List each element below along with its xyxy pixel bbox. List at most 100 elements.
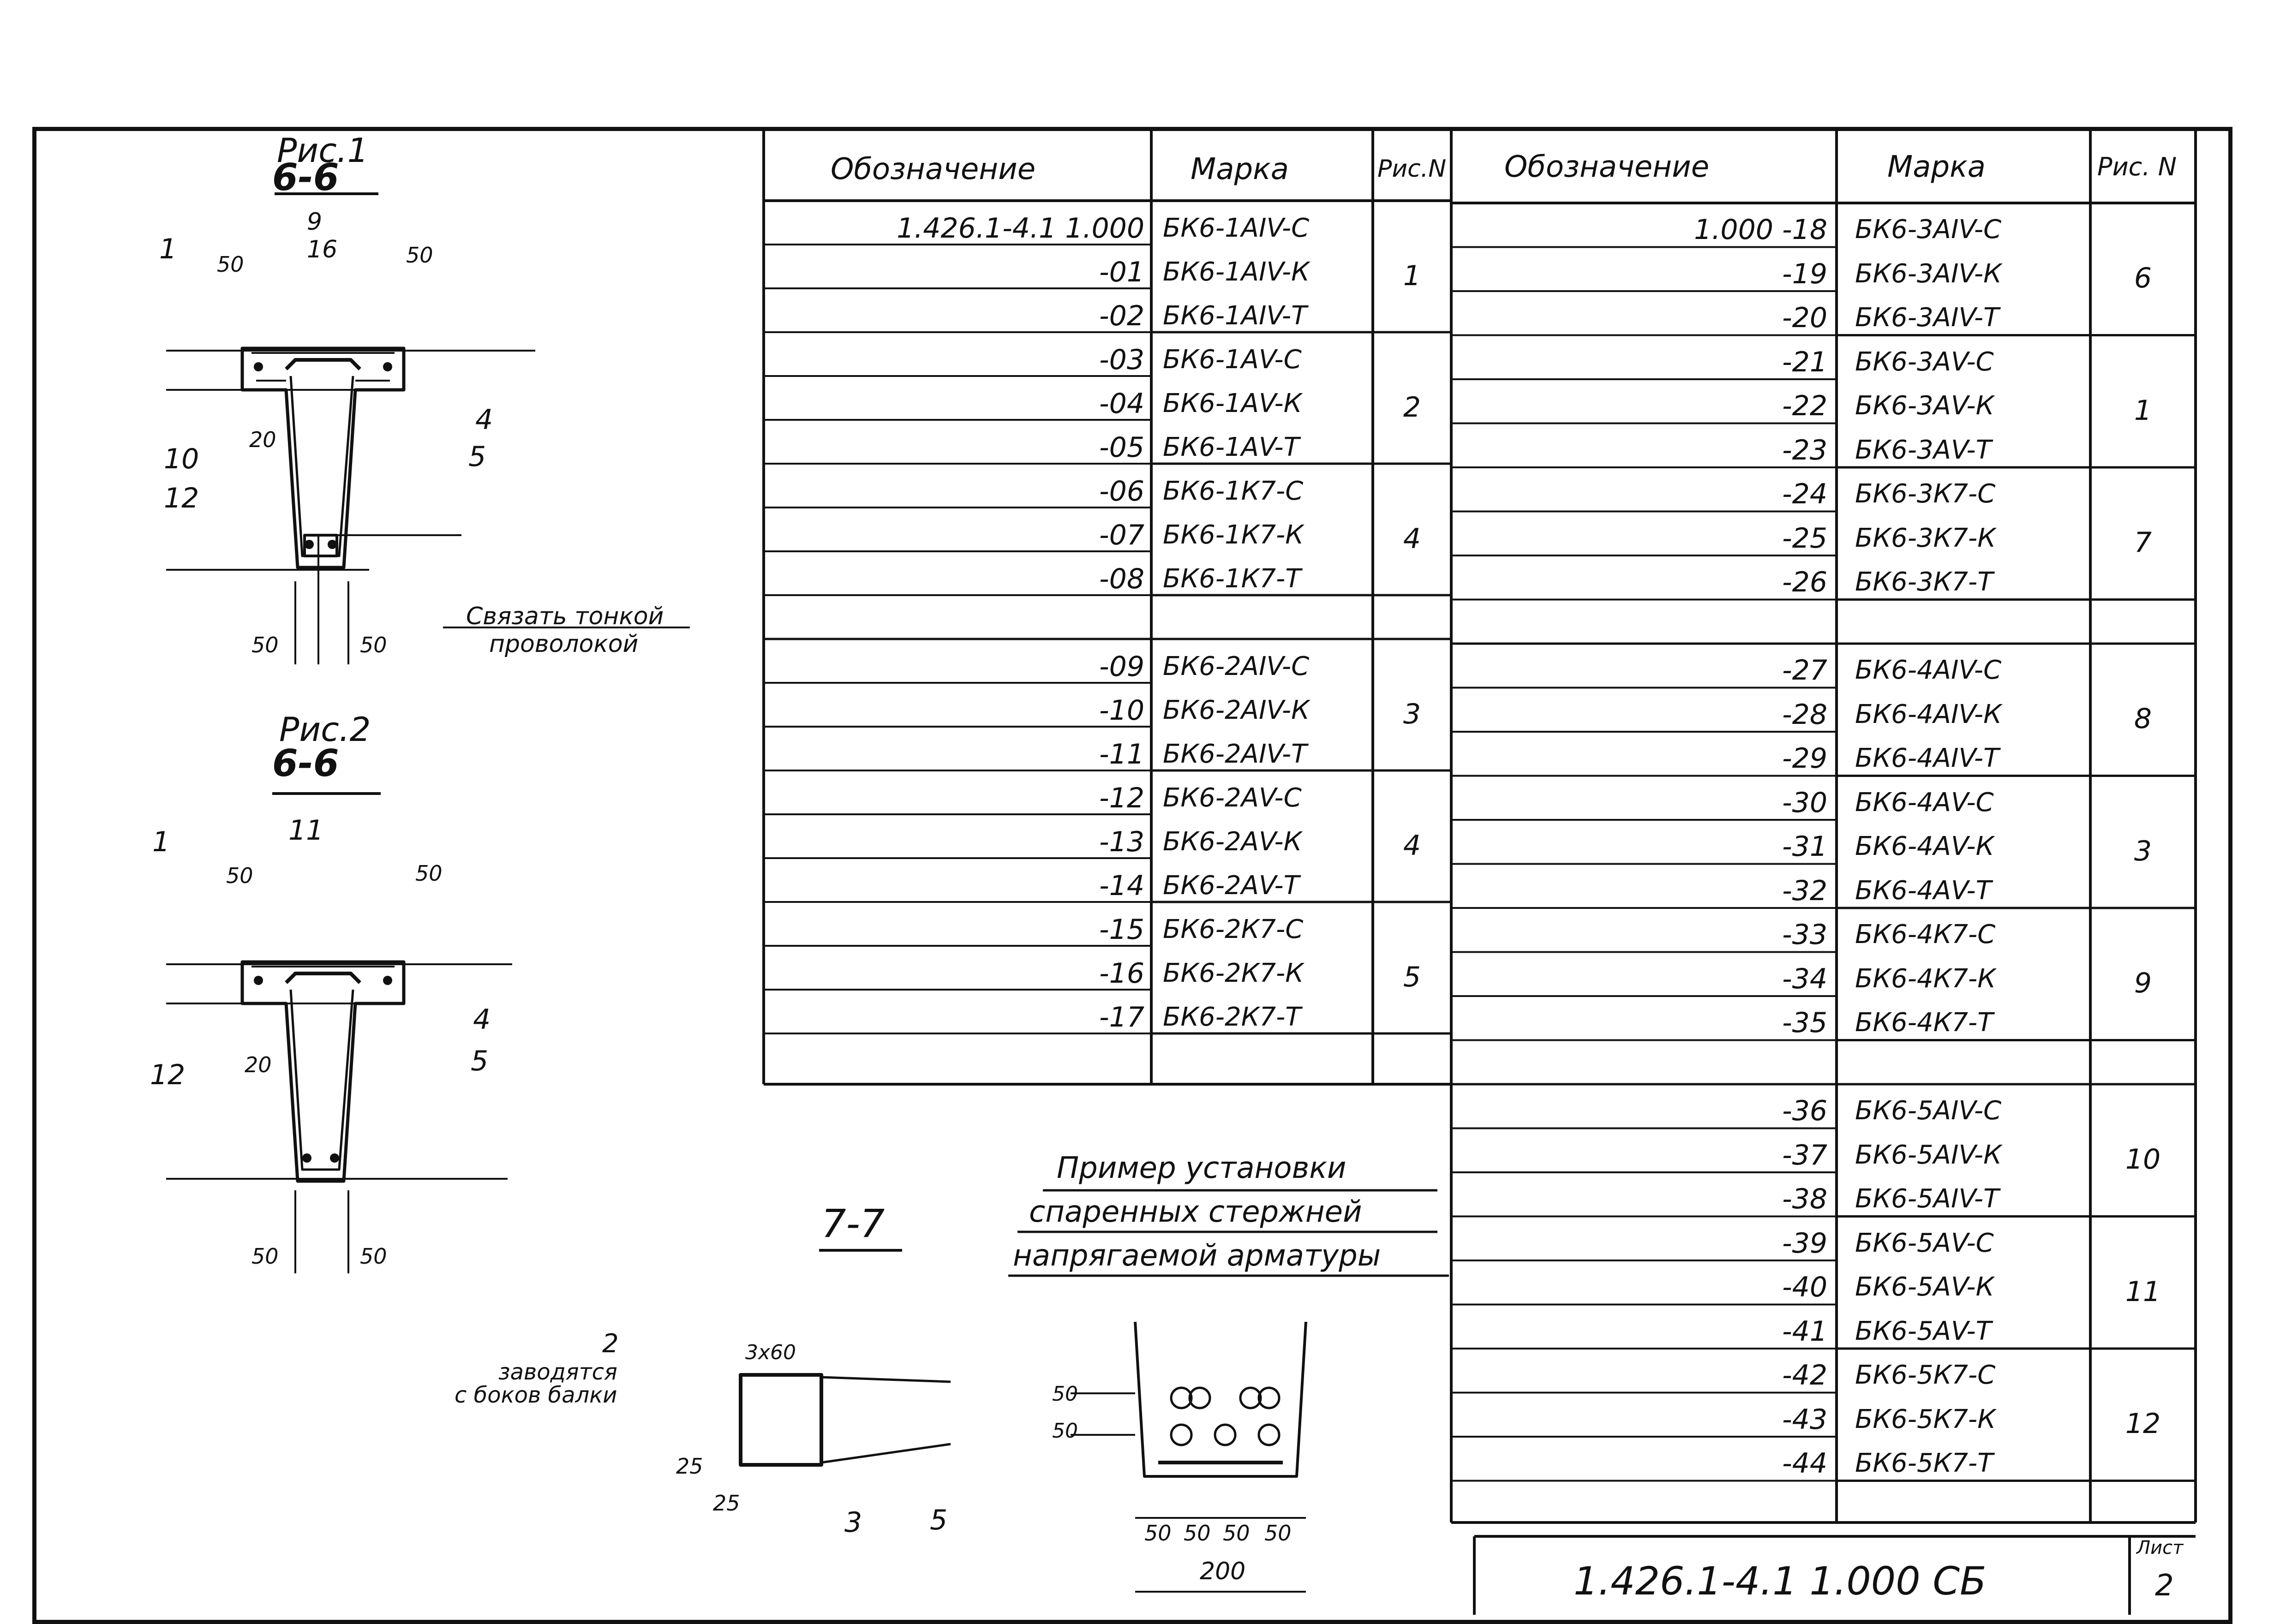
table-row-designation: -36: [1782, 1095, 1827, 1127]
table-row-mark: БК6-4АIV-К: [1855, 699, 2002, 729]
table-row-mark: БК6-1АV-К: [1163, 388, 1302, 418]
table-row-designation: -33: [1782, 919, 1827, 951]
table-row-mark: БК6-5К7-Т: [1855, 1448, 1993, 1478]
fig2-label-11: 11: [288, 814, 324, 847]
table-row-mark: БК6-5АIV-Т: [1855, 1184, 1999, 1214]
fig1-label-16: 16: [307, 236, 338, 263]
table-row-mark: БК6-3К7-К: [1855, 523, 1996, 553]
example-title-line1: Пример установки: [1057, 1151, 1346, 1185]
fig77-note-line2: с боков балки: [455, 1382, 617, 1408]
table-pic-number: 3: [2134, 835, 2152, 867]
fig2-section: 6-6: [272, 742, 339, 785]
fig77-label-3: 3: [844, 1506, 862, 1539]
table-row-designation: -12: [1099, 782, 1144, 814]
stamp-code: 1.426.1-4.1 1.000 СБ: [1574, 1558, 1987, 1604]
example-dim-50e: 50: [1052, 1382, 1078, 1406]
table-row-designation: -25: [1782, 522, 1827, 555]
fig1-label-9: 9: [307, 208, 323, 236]
fig77-label-5: 5: [930, 1504, 948, 1536]
table-row-mark: БК6-3АV-С: [1855, 346, 1994, 377]
table-row-designation: -24: [1782, 478, 1827, 510]
stamp-sheet-number: 2: [2155, 1569, 2174, 1603]
table-row-designation: -28: [1782, 698, 1827, 731]
fig2-label-5: 5: [471, 1045, 489, 1077]
table-row-mark: БК6-4АV-С: [1855, 787, 1994, 818]
table-row-mark: БК6-2К7-Т: [1163, 1002, 1301, 1032]
fig1-note-line1: Связать тонкой: [466, 603, 664, 630]
table-row-mark: БК6-5АV-Т: [1855, 1316, 1992, 1346]
table-pic-number: 3: [1403, 698, 1421, 730]
table-row-mark: БК6-4АIV-Т: [1855, 743, 1999, 773]
table-row-designation: -13: [1099, 826, 1144, 858]
table-row-designation: -08: [1099, 563, 1144, 595]
table-row-mark: БК6-4АV-К: [1855, 831, 1994, 861]
table-row-designation: -32: [1782, 874, 1827, 907]
fig77-dim-25a: 25: [676, 1454, 703, 1479]
example-dim-50c: 50: [1223, 1521, 1250, 1546]
header-designation-right: Обозначение: [1504, 150, 1710, 184]
table-row-designation: -06: [1099, 475, 1144, 508]
fig2-dim-20: 20: [245, 1052, 272, 1077]
table-row-mark: БК6-3АV-Т: [1855, 435, 1992, 465]
table-row-designation: -34: [1782, 962, 1827, 995]
fig77-note-line1: заводятся: [498, 1359, 617, 1385]
example-dim-50b: 50: [1184, 1521, 1211, 1546]
table-row-designation: -09: [1099, 651, 1144, 683]
table-pic-number: 4: [1403, 829, 1421, 862]
example-dim-50f: 50: [1052, 1419, 1078, 1443]
stamp-sheet-label: Лист: [2136, 1537, 2184, 1558]
table-row-designation: 1.000 -18: [1694, 214, 1827, 246]
table-pic-number: 2: [1403, 391, 1421, 424]
fig2-label-4: 4: [473, 1003, 491, 1036]
table-row-mark: БК6-2К7-С: [1163, 914, 1304, 944]
table-row-designation: -39: [1782, 1227, 1827, 1260]
table-row-designation: -44: [1782, 1447, 1827, 1480]
table-row-mark: БК6-1К7-С: [1163, 476, 1304, 506]
table-row-mark: БК6-1АV-Т: [1163, 432, 1299, 462]
fig2-dim-50b: 50: [415, 861, 443, 886]
table-row-mark: БК6-2АIV-К: [1163, 695, 1310, 725]
fig1-title: Рис.1: [277, 131, 369, 170]
table-row-mark: БК6-1АIV-Т: [1163, 301, 1307, 331]
table-row-designation: -37: [1782, 1139, 1827, 1171]
example-dim-50a: 50: [1144, 1521, 1172, 1546]
table-row-designation: -26: [1782, 566, 1827, 598]
table-row-designation: -41: [1782, 1315, 1827, 1348]
table-row-designation: -29: [1782, 742, 1827, 775]
table-row-designation: -16: [1099, 957, 1144, 990]
table-row-mark: БК6-2АIV-Т: [1163, 739, 1307, 769]
table-row-designation: -14: [1099, 870, 1144, 902]
table-row-mark: БК6-2АV-К: [1163, 827, 1302, 857]
fig1-label-5: 5: [468, 441, 486, 473]
header-mark-right: Марка: [1887, 150, 1986, 184]
fig2-dim-50d: 50: [360, 1244, 387, 1269]
fig77-dim-3x60: 3x60: [745, 1341, 796, 1364]
fig1-dim-50c: 50: [251, 633, 279, 657]
table-row-mark: БК6-4К7-Т: [1855, 1008, 1993, 1038]
table-row-mark: БК6-2АV-С: [1163, 783, 1302, 813]
table-pic-number: 11: [2125, 1275, 2161, 1308]
table-pic-number: 9: [2134, 967, 2152, 1000]
table-row-designation: -03: [1099, 344, 1144, 376]
table-row-designation: -27: [1782, 654, 1827, 687]
fig1-label-10: 10: [164, 443, 199, 475]
drawing-frame: [32, 127, 2232, 1624]
table-row-mark: БК6-2АIV-С: [1163, 651, 1310, 681]
table-row-designation: -05: [1099, 431, 1144, 464]
table-row-mark: БК6-5АV-К: [1855, 1272, 1994, 1302]
header-mark-left: Марка: [1191, 152, 1289, 186]
example-dim-50d: 50: [1264, 1521, 1292, 1546]
table-row-designation: -10: [1099, 694, 1144, 727]
fig1-label-12: 12: [164, 482, 199, 514]
table-pic-number: 7: [2134, 526, 2152, 559]
fig1-dim-50d: 50: [360, 633, 387, 657]
table-row-designation: -43: [1782, 1403, 1827, 1436]
table-row-mark: БК6-1К7-Т: [1163, 564, 1301, 594]
fig2-dim-50c: 50: [251, 1244, 279, 1269]
table-pic-number: 6: [2134, 262, 2152, 295]
table-row-designation: -20: [1782, 302, 1827, 334]
table-row-designation: -02: [1099, 300, 1144, 332]
fig2-label-1: 1: [152, 826, 170, 858]
fig1-label-4: 4: [475, 404, 493, 436]
table-row-designation: -01: [1099, 256, 1144, 288]
